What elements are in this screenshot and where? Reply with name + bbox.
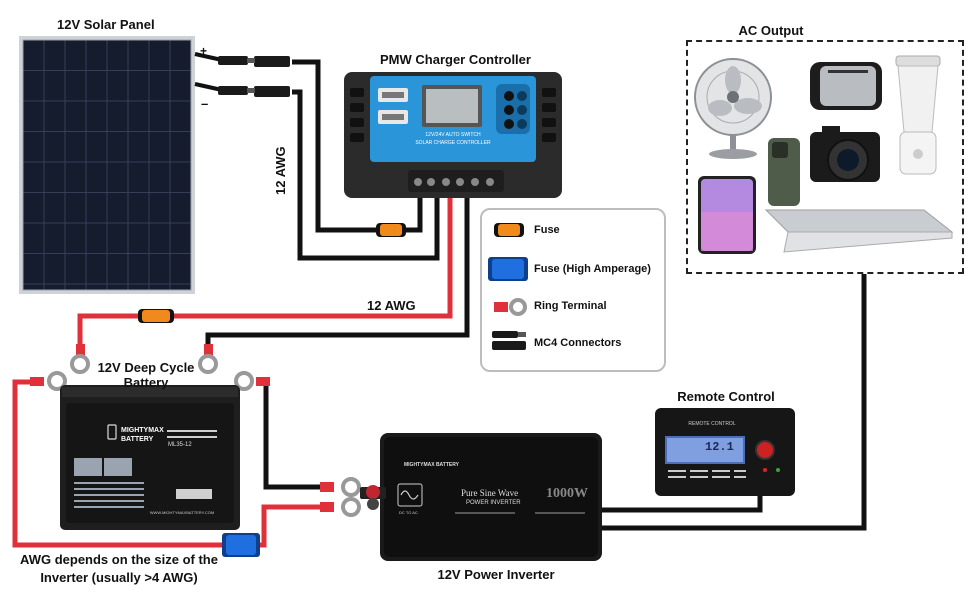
- charger-text-line1: 12V/24V AUTO SWITCH: [425, 132, 481, 138]
- inverter-positive-wire-b: [257, 504, 322, 548]
- charger-battery-negative-wire: [205, 196, 470, 350]
- inverter-label: 12V Power Inverter: [437, 567, 555, 582]
- remote-control-label: Remote Control: [677, 389, 775, 404]
- charger-pv-wire: [404, 196, 423, 233]
- fuse-battery-line: [138, 309, 174, 323]
- charger-label: PMW Charger Controller: [380, 52, 531, 67]
- fan-icon: [694, 58, 772, 159]
- awg-vertical-label: 12 AWG: [273, 146, 288, 195]
- inverter-positive-wire: [12, 379, 226, 548]
- legend-fuse-label: Fuse: [534, 224, 560, 236]
- ring-terminals: [30, 344, 361, 517]
- fuse-high-amperage: [222, 533, 260, 557]
- battery: [60, 385, 240, 530]
- solar-negative-wire: [292, 89, 440, 261]
- battery-label-line2: Battery: [123, 375, 169, 390]
- charger-text-line2: SOLAR CHARGE CONTROLLER: [415, 140, 491, 146]
- battery-brand-line2: BATTERY: [121, 436, 154, 443]
- legend-ring-terminal-label: Ring Terminal: [534, 300, 607, 312]
- battery-label-line1: 12V Deep Cycle: [97, 360, 195, 375]
- legend: Fuse Fuse (High Amperage) Ring Terminal …: [480, 208, 666, 372]
- inverter-wave-line1: Pure Sine Wave: [461, 488, 519, 498]
- solar-panel-label: 12V Solar Panel: [57, 17, 155, 32]
- ac-output-label: AC Output: [738, 23, 804, 38]
- tablet-icon: [698, 176, 756, 254]
- legend-fuse-icon: [494, 223, 524, 237]
- positive-sign: +: [200, 44, 208, 58]
- remote-wire: [598, 493, 763, 513]
- inverter-dc-ac: DC TO AC: [399, 510, 418, 515]
- battery-footer: WWW.MIGHTYMAXBATTERY.COM: [149, 510, 215, 515]
- wiring: [12, 59, 867, 548]
- toaster-icon: [810, 62, 882, 110]
- ac-output-wire: [598, 272, 867, 531]
- inverter-brand: MIGHTYMAX BATTERY: [404, 462, 459, 468]
- laptop-icon: [764, 209, 954, 253]
- legend-mc4-icon: [492, 331, 526, 350]
- legend-high-fuse-icon: [488, 257, 528, 281]
- negative-sign: –: [201, 96, 209, 111]
- camera-icon: [810, 126, 880, 182]
- legend-ring-terminal-icon: [494, 298, 527, 316]
- inverter-negative-wire: [262, 379, 322, 490]
- awg-horizontal-label: 12 AWG: [367, 298, 416, 313]
- phone-icon: [768, 138, 800, 206]
- legend-high-fuse-label: Fuse (High Amperage): [534, 263, 651, 275]
- legend-mc4-label: MC4 Connectors: [534, 337, 622, 349]
- battery-positive-wire: [77, 313, 142, 350]
- awg-note-line2: Inverter (usually >4 AWG): [40, 570, 198, 585]
- blender-icon: [895, 55, 941, 175]
- inverter-wave-line2: POWER INVERTER: [466, 500, 521, 506]
- remote-control-device: [655, 408, 795, 496]
- battery-brand-line1: MIGHTYMAX: [121, 427, 164, 434]
- mc4-connectors: [194, 52, 290, 97]
- battery-model: ML35-12: [168, 442, 192, 448]
- fuse-solar-line: [376, 223, 406, 237]
- charge-controller: [344, 72, 562, 198]
- solar-positive-wire: [292, 59, 380, 233]
- remote-readout: 12.1: [705, 440, 734, 454]
- charger-battery-positive-wire: [170, 196, 453, 319]
- power-inverter: [360, 433, 602, 561]
- solar-panel: [19, 36, 195, 294]
- ac-output-box: [686, 40, 964, 274]
- awg-note-line1: AWG depends on the size of the: [20, 552, 218, 567]
- inverter-watts: 1000W: [546, 486, 588, 501]
- remote-title: REMOTE CONTROL: [688, 421, 736, 427]
